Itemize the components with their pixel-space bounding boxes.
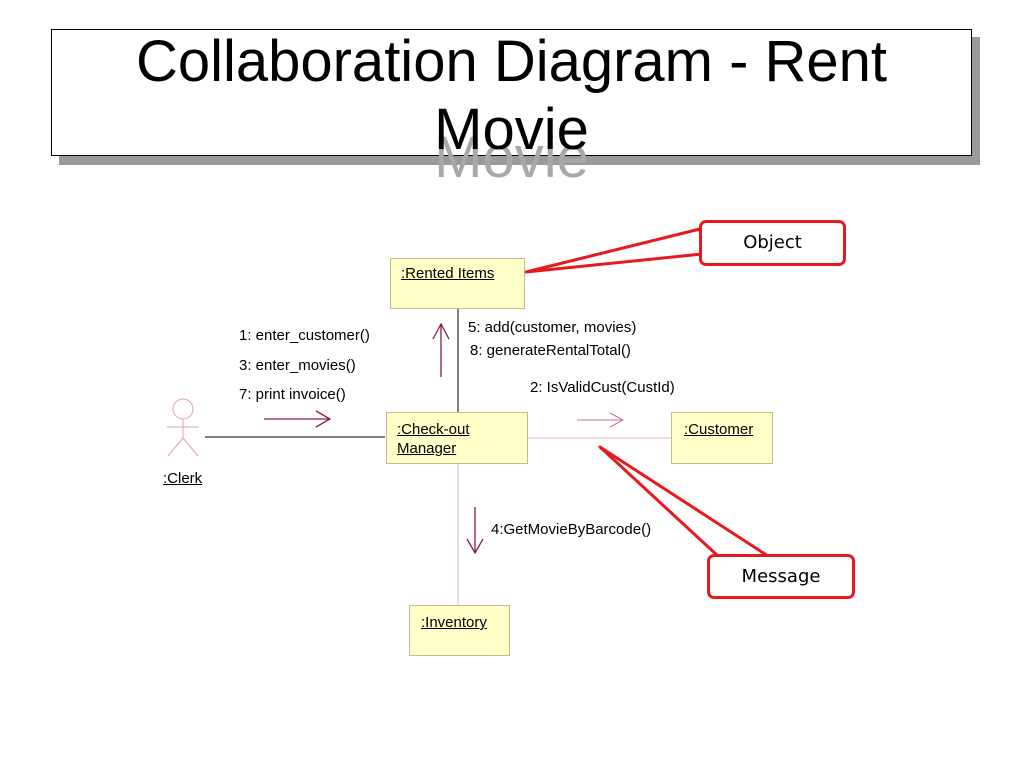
message-3: 3: enter_movies() [239, 357, 356, 374]
checkout-manager-object[interactable]: :Check-out Manager [386, 412, 528, 464]
message-2: 2: IsValidCust(CustId) [530, 379, 675, 396]
object-callout-pointer [524, 227, 704, 274]
rented-items-label: :Rented Items [401, 265, 495, 282]
arrow-down-to-inventory [466, 507, 484, 555]
customer-label: :Customer [684, 421, 754, 438]
message-1: 1: enter_customer() [239, 327, 370, 344]
arrow-to-customer [577, 412, 625, 428]
message-callout: Message [707, 554, 855, 599]
message-7: 7: print invoice() [239, 386, 346, 403]
message-4: 4:GetMovieByBarcode() [491, 521, 652, 538]
checkout-manager-label-line-1: :Check-out [397, 421, 470, 438]
inventory-object[interactable]: :Inventory [409, 605, 510, 656]
customer-object[interactable]: :Customer [671, 412, 773, 464]
title-reflection: Movie [434, 125, 589, 190]
arrow-clerk-to-checkout [264, 410, 332, 428]
message-5: 5: add(customer, movies) [468, 319, 637, 336]
object-callout: Object [699, 220, 846, 266]
title-box: Movie Collaboration Diagram - Rent Movie [51, 29, 972, 188]
page-title-line-1: Collaboration Diagram - Rent [135, 29, 888, 94]
checkout-manager-label-line-2: Manager [397, 440, 457, 457]
arrow-up-to-rented-items [432, 322, 450, 377]
inventory-label: :Inventory [421, 614, 487, 631]
page-title-line-2: Movie [434, 97, 589, 162]
message-8: 8: generateRentalTotal() [470, 342, 631, 359]
rented-items-object[interactable]: :Rented Items [390, 258, 525, 309]
clerk-actor-icon [167, 398, 199, 457]
clerk-label: :Clerk [163, 470, 203, 487]
